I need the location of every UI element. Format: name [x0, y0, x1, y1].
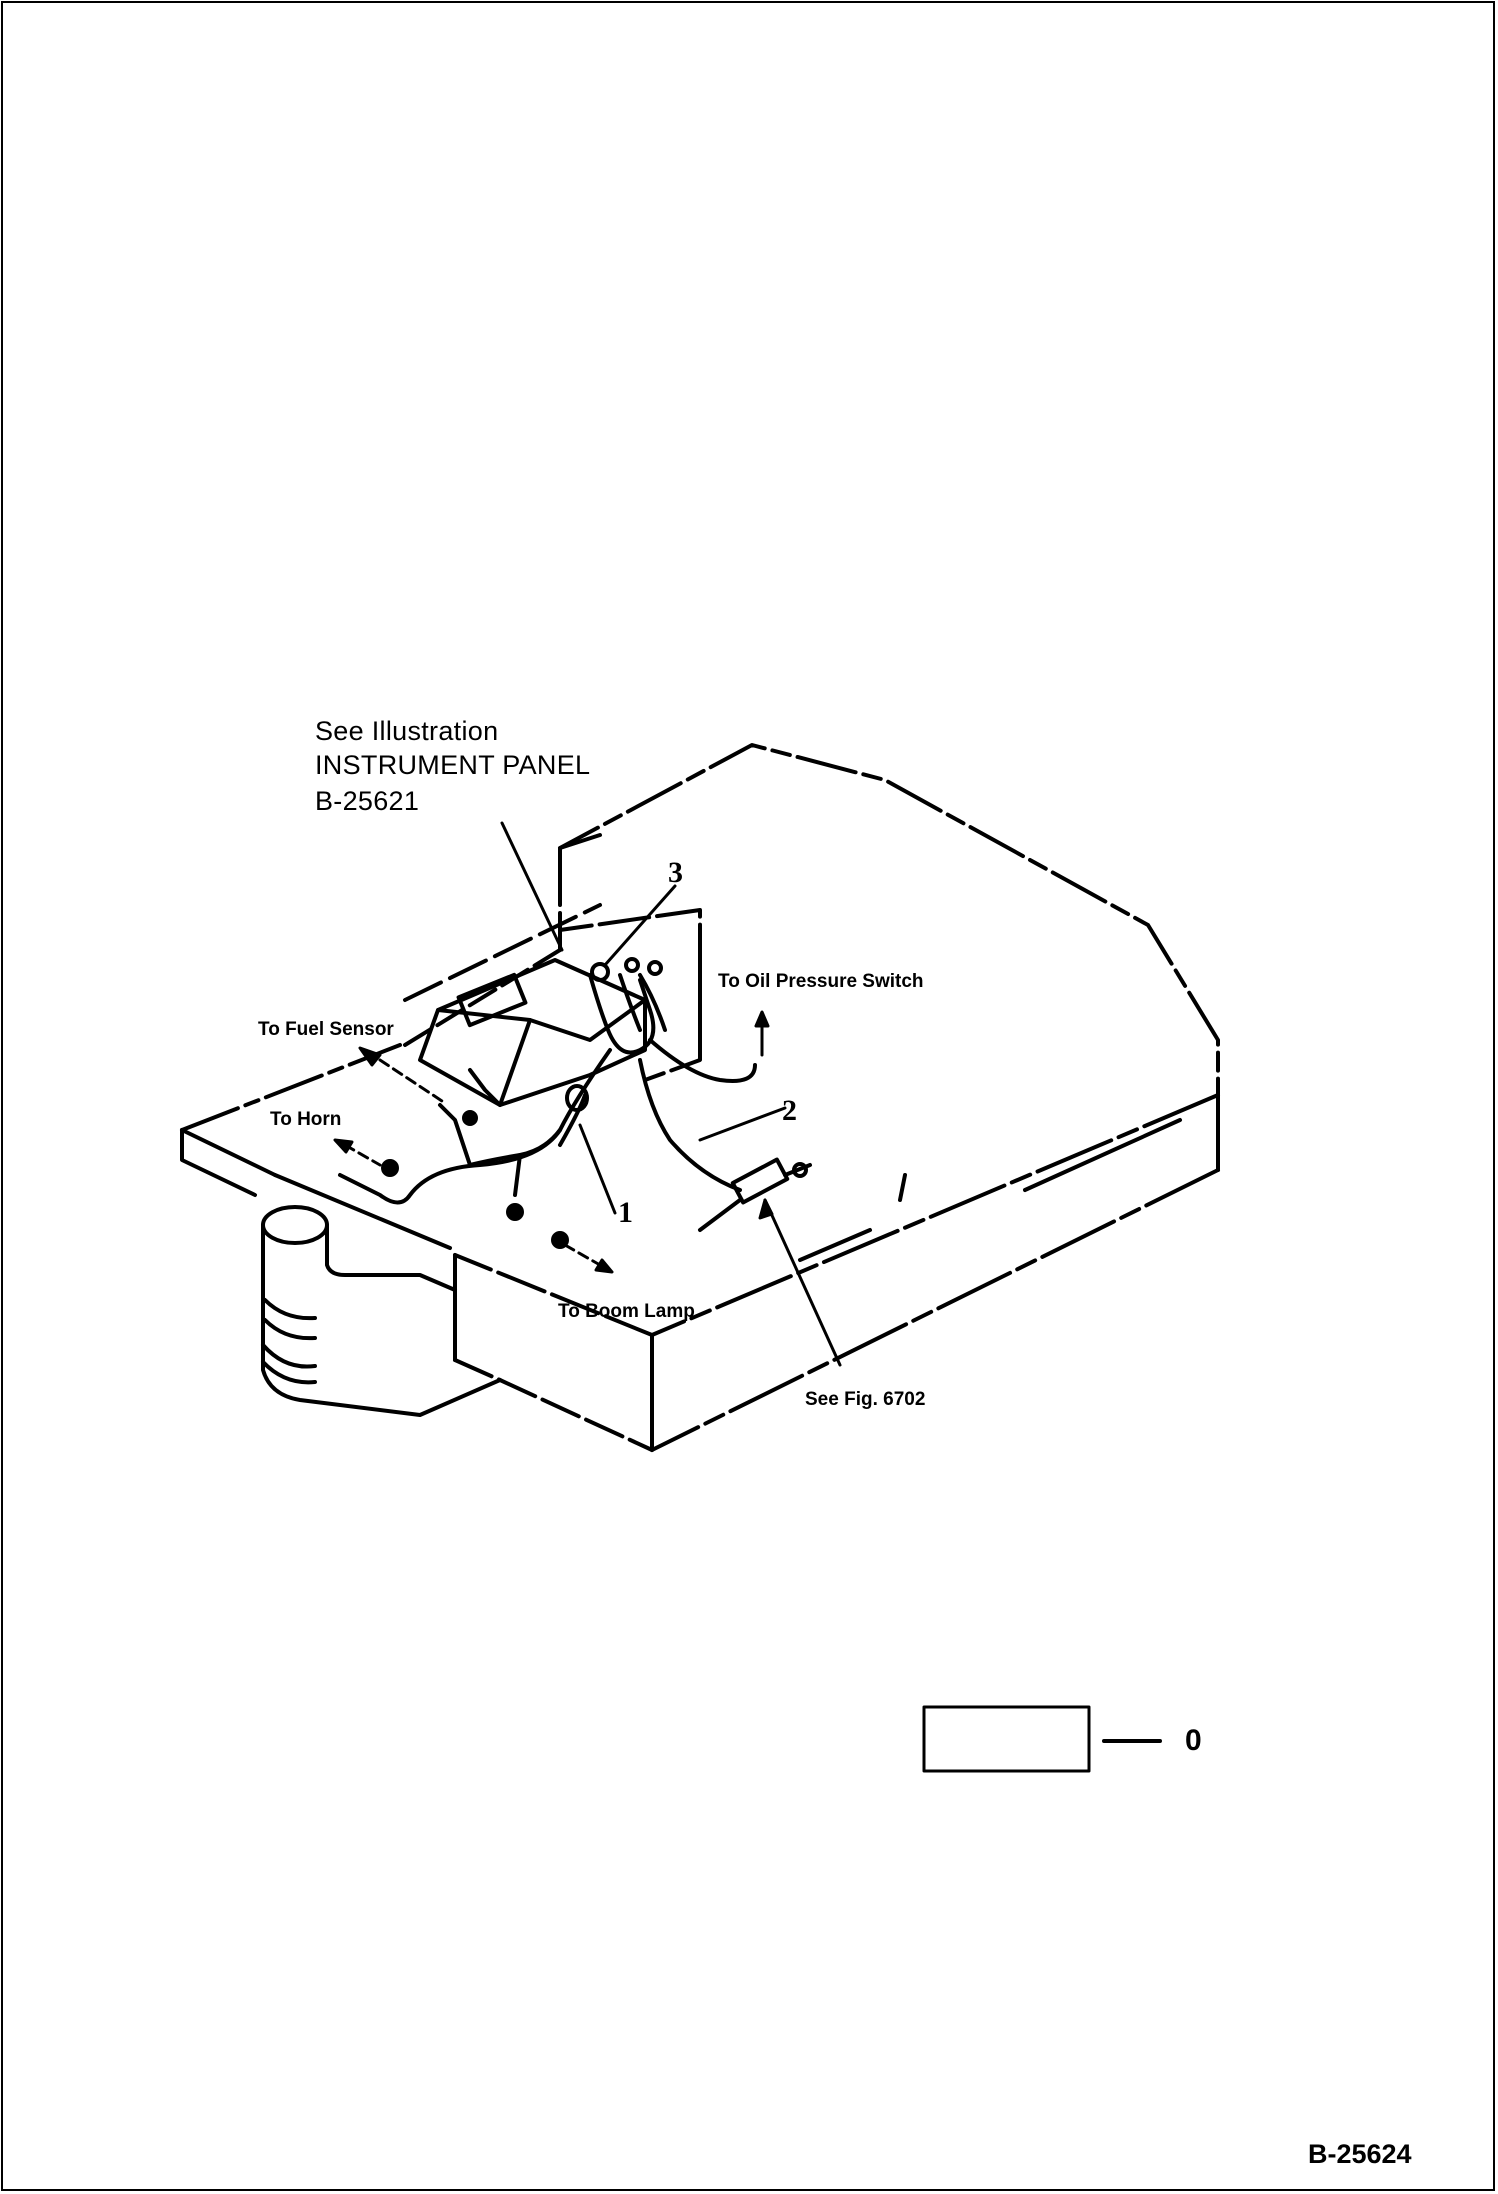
callout-horn: To Horn	[270, 1109, 342, 1130]
document-number: B-25624	[1308, 2139, 1412, 2169]
revolving-frame-outline	[180, 743, 1220, 1452]
part-number-3: 3	[668, 856, 683, 889]
callout-oil-pressure-switch: To Oil Pressure Switch	[718, 971, 924, 992]
panel-reference-line3: B-25621	[315, 786, 420, 816]
part-number-1: 1	[618, 1196, 633, 1229]
wiring-harness	[338, 957, 812, 1249]
callout-boom-lamp: To Boom Lamp	[558, 1301, 695, 1322]
panel-reference-line1: See Illustration	[315, 716, 499, 746]
part-number-2: 2	[782, 1094, 797, 1127]
callout-see-fig: See Fig. 6702	[805, 1389, 926, 1410]
legend-value: 0	[1185, 1724, 1202, 1757]
legend-box	[922, 1705, 1091, 1773]
panel-reference-line2: INSTRUMENT PANEL	[315, 750, 591, 780]
instrument-panel-housing	[418, 908, 702, 1107]
leader-lines	[333, 821, 842, 1367]
callout-fuel-sensor: To Fuel Sensor	[258, 1019, 394, 1040]
legend	[922, 1705, 1162, 1773]
